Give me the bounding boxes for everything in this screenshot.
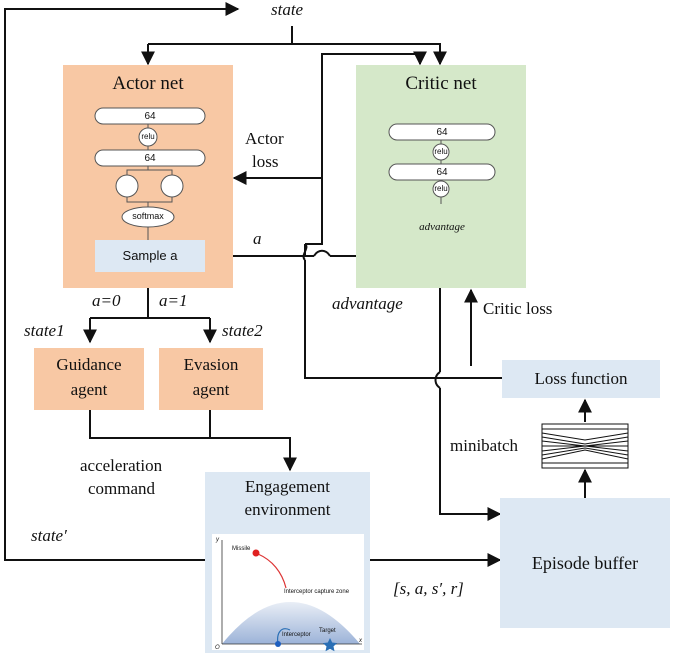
plot-missile-label: Missile xyxy=(232,546,251,552)
guidance-agent-label-1: Guidance xyxy=(56,355,122,374)
critic-loss-label: Critic loss xyxy=(483,299,553,318)
plot-target-label: Target xyxy=(319,628,336,634)
interceptor-marker xyxy=(275,641,281,647)
minibatch-label: minibatch xyxy=(450,436,518,455)
a0-label: a=0 xyxy=(92,291,121,310)
critic-relu1-label: relu xyxy=(434,147,448,156)
critic-layer2-label: 64 xyxy=(436,167,448,178)
actor-layer1-label: 64 xyxy=(144,111,156,122)
episode-buffer-label: Episode buffer xyxy=(531,553,639,573)
state1-label: state1 xyxy=(24,321,65,340)
actor-loss-label-2: loss xyxy=(252,152,279,171)
acceleration-label-2: command xyxy=(88,479,156,498)
critic-relu2-label: relu xyxy=(434,184,448,193)
loss-function-box: Loss function xyxy=(502,360,660,398)
state2-label: state2 xyxy=(222,321,263,340)
advantage-label: advantage xyxy=(332,294,403,313)
plot-x-axis-label: x xyxy=(359,638,362,644)
actor-layer2-label: 64 xyxy=(144,153,156,164)
state-prime-label: state′ xyxy=(31,526,67,545)
plot-origin-label: O xyxy=(215,645,220,651)
agents-to-env-line xyxy=(89,410,297,472)
actor-softmax-label: softmax xyxy=(132,211,164,221)
guidance-agent-box: Guidance agent xyxy=(34,348,144,410)
actor-relu-label: relu xyxy=(141,132,155,141)
target-marker xyxy=(322,638,338,652)
plot-capture-zone-label: Interceptor capture zone xyxy=(284,589,350,595)
missile-marker xyxy=(252,549,260,557)
plot-interceptor-label: Interceptor xyxy=(282,632,311,638)
guidance-agent-label-2: agent xyxy=(70,380,108,399)
action-a-label: a xyxy=(253,229,262,248)
loss-function-label: Loss function xyxy=(534,369,628,388)
acceleration-label-1: acceleration xyxy=(80,456,163,475)
critic-net-title: Critic net xyxy=(405,73,477,94)
actor-loss-label-1: Actor xyxy=(245,129,284,148)
transition-tuple-label: [s, a, s′, r] xyxy=(393,579,464,598)
evasion-agent-box: Evasion agent xyxy=(159,348,263,410)
evasion-agent-label-2: agent xyxy=(192,380,230,399)
actor-sample-label: Sample a xyxy=(122,248,178,263)
plot-y-axis-label: y xyxy=(216,537,219,543)
episode-buffer-box: Episode buffer xyxy=(500,498,670,628)
state-loop-line xyxy=(4,2,240,561)
critic-layer1-label: 64 xyxy=(436,127,448,138)
actor-net-title: Actor net xyxy=(112,73,184,94)
engagement-label-2: environment xyxy=(244,500,331,519)
a1-label: a=1 xyxy=(159,291,188,310)
evasion-agent-label-1: Evasion xyxy=(183,355,239,374)
critic-output-label: advantage xyxy=(419,221,465,233)
engagement-label-1: Engagement xyxy=(245,477,330,496)
capture-zone-dome xyxy=(222,602,360,644)
state-label-top: state xyxy=(271,0,304,19)
